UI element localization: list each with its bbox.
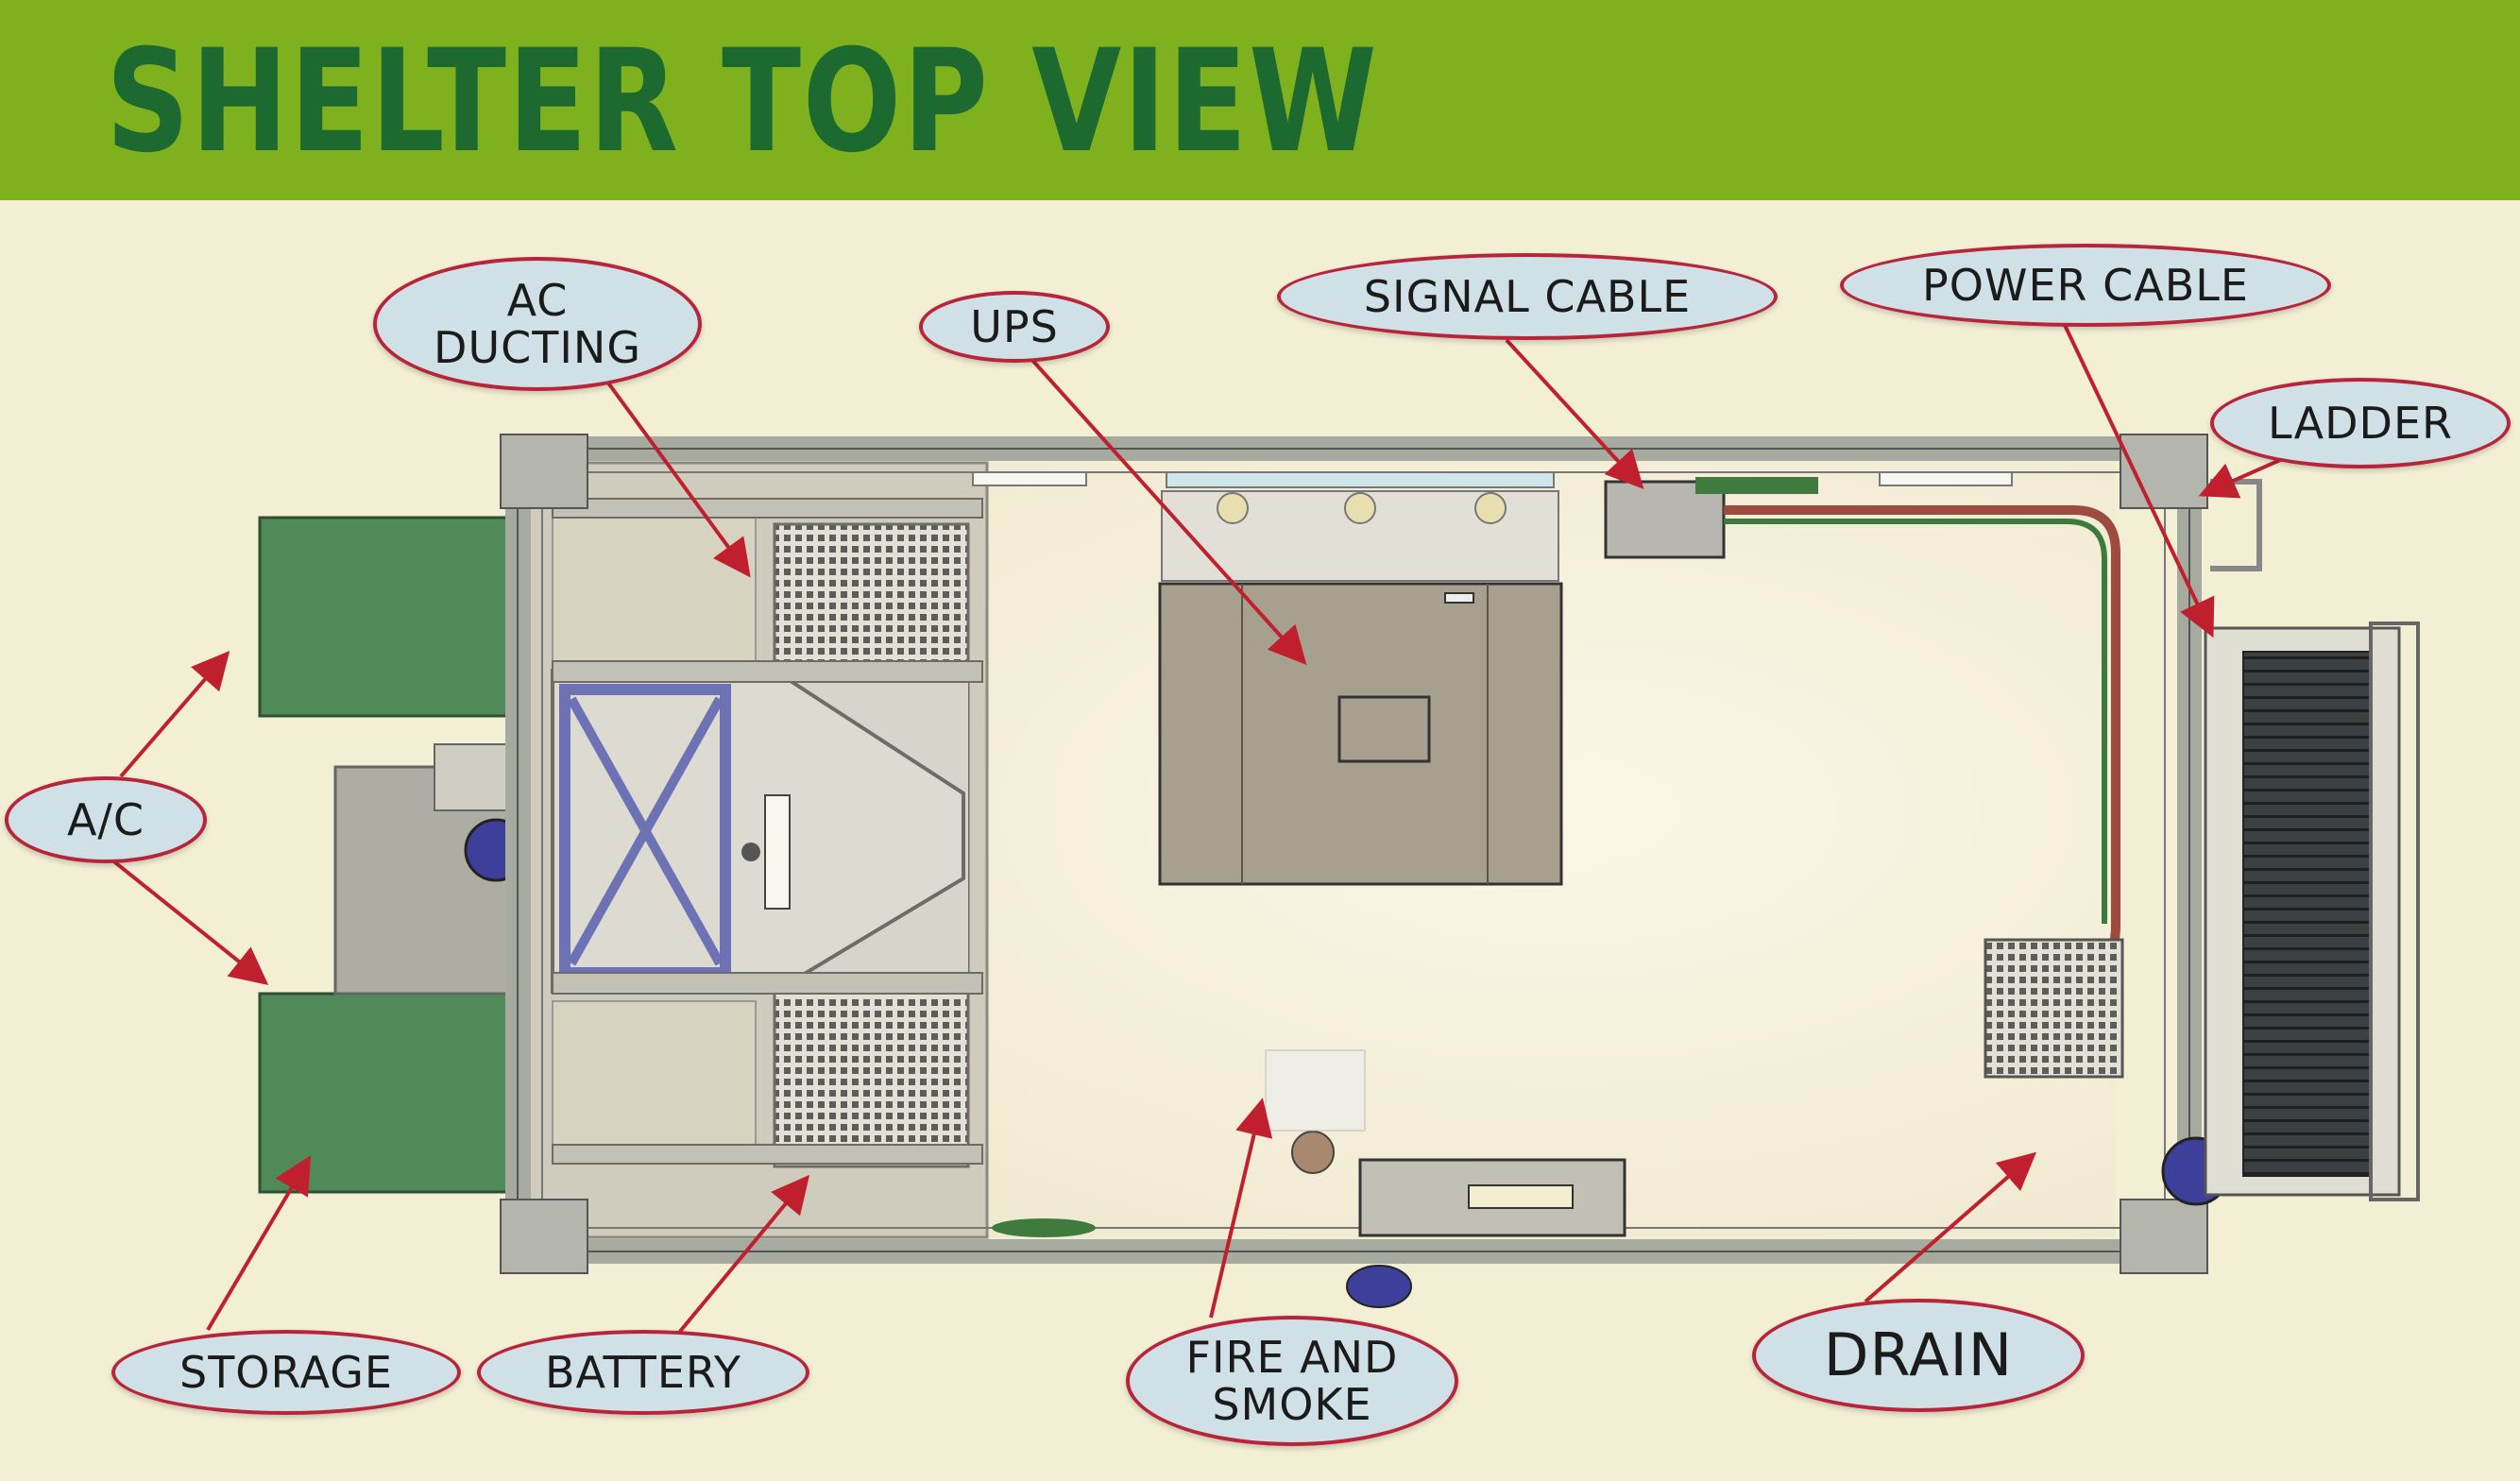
callout-signal-cable: SIGNAL CABLE xyxy=(1277,253,1778,340)
callout-ladder-label: LADDER xyxy=(2267,398,2454,449)
callout-ac-label: A/C xyxy=(66,794,145,845)
callout-battery: BATTERY xyxy=(477,1330,809,1415)
callout-power-cable-label: POWER CABLE xyxy=(1922,260,2249,311)
ups-unit xyxy=(1158,582,1563,886)
callout-battery-label: BATTERY xyxy=(544,1347,742,1398)
shelter-frame xyxy=(500,434,2208,1274)
callout-ac-ducting: AC DUCTING xyxy=(373,257,702,391)
ac-units xyxy=(258,516,528,1194)
callout-ac: A/C xyxy=(5,776,207,863)
page-title: SHELTER TOP VIEW xyxy=(106,20,1379,184)
drain-panel xyxy=(1984,938,2124,1079)
callout-ups-label: UPS xyxy=(970,301,1059,352)
callout-drain: DRAIN xyxy=(1752,1299,2085,1412)
callout-fire-and-smoke-label: FIRE AND SMOKE xyxy=(1185,1332,1399,1430)
callout-ups: UPS xyxy=(919,291,1110,363)
callout-signal-cable-label: SIGNAL CABLE xyxy=(1363,271,1692,322)
callout-power-cable: POWER CABLE xyxy=(1840,244,2331,327)
callout-ladder: LADDER xyxy=(2210,378,2511,468)
callout-fire-and-smoke: FIRE AND SMOKE xyxy=(1126,1316,1458,1446)
callout-drain-label: DRAIN xyxy=(1823,1320,2014,1389)
equipment-bay xyxy=(527,461,989,1239)
leader-arrows xyxy=(110,322,2296,1336)
ladder xyxy=(2204,479,2420,1201)
top-wall-fixtures xyxy=(972,471,2013,582)
title-banner: SHELTER TOP VIEW xyxy=(0,0,2520,200)
callout-storage-label: STORAGE xyxy=(179,1347,393,1398)
callout-storage: STORAGE xyxy=(111,1330,461,1415)
callout-ac-ducting-label: AC DUCTING xyxy=(434,275,641,373)
